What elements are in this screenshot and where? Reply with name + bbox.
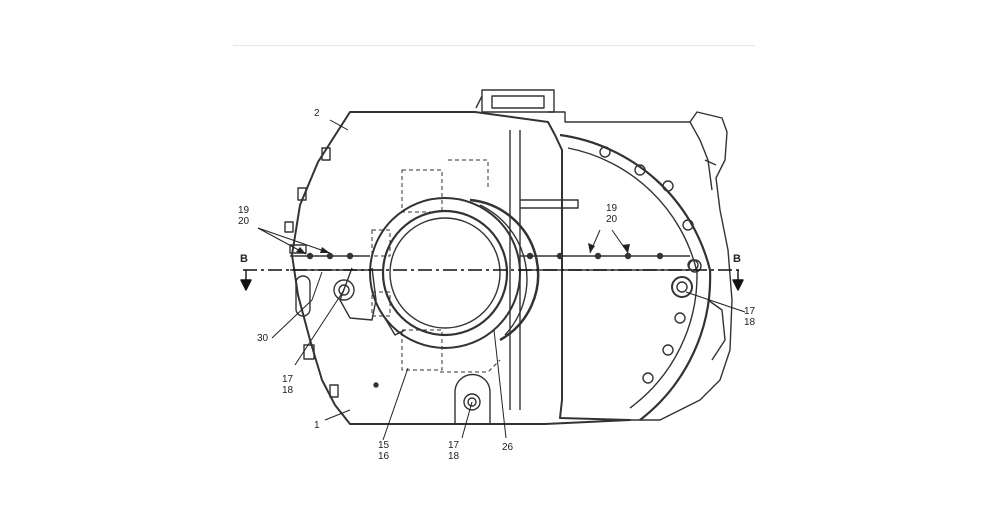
arrowheads: [296, 243, 630, 254]
callout-18: 18: [448, 451, 460, 462]
flange-bolt: [674, 312, 686, 324]
flange-bolt: [642, 372, 654, 384]
callout-17: 17: [448, 440, 460, 451]
flange-bolt: [634, 164, 646, 176]
callout-2: 2: [314, 108, 320, 119]
top-divider: [233, 45, 755, 46]
section-line: [240, 269, 744, 291]
callout-18: 18: [744, 317, 756, 328]
fastener-right: [671, 259, 702, 298]
bore: [369, 197, 540, 349]
top-block: [475, 89, 555, 113]
leader-lines: [257, 119, 746, 441]
left-edge-fittings: [284, 147, 339, 398]
callout-19: 19: [606, 203, 618, 214]
callout-19: 19: [238, 205, 250, 216]
hidden-lines: [371, 159, 501, 373]
callout-15: 15: [378, 440, 390, 451]
mounting-bracket: [548, 111, 733, 421]
fastener-bottom: [454, 373, 491, 424]
small-hole: [373, 382, 379, 388]
flange-bolt: [682, 219, 694, 231]
flange-bolt: [662, 344, 674, 356]
callout-17-18-bottom: 17 18: [448, 440, 459, 462]
housing-outline: [291, 111, 631, 425]
flange-bolt: [599, 146, 611, 158]
callout-15-16: 15 16: [378, 440, 389, 462]
callout-17: 17: [282, 374, 294, 385]
flange-bolt: [662, 180, 674, 192]
callout-18: 18: [282, 385, 294, 396]
callout-30: 30: [257, 333, 269, 344]
callout-17-18-right: 17 18: [744, 306, 755, 328]
callout-17: 17: [744, 306, 756, 317]
callout-20: 20: [606, 214, 618, 225]
callout-1: 1: [314, 420, 320, 431]
callout-17-18-left: 17 18: [282, 374, 293, 396]
callout-26: 26: [502, 442, 514, 453]
flange-ring: [559, 133, 712, 421]
rail: [290, 252, 690, 271]
section-mark-left: B: [240, 253, 248, 265]
callout-19-20-right: 19 20: [606, 203, 617, 225]
callout-19-20-left: 19 20: [238, 205, 249, 227]
section-mark-right: B: [733, 253, 741, 265]
fastener-left: [333, 279, 355, 301]
callout-20: 20: [238, 216, 250, 227]
callout-16: 16: [378, 451, 390, 462]
